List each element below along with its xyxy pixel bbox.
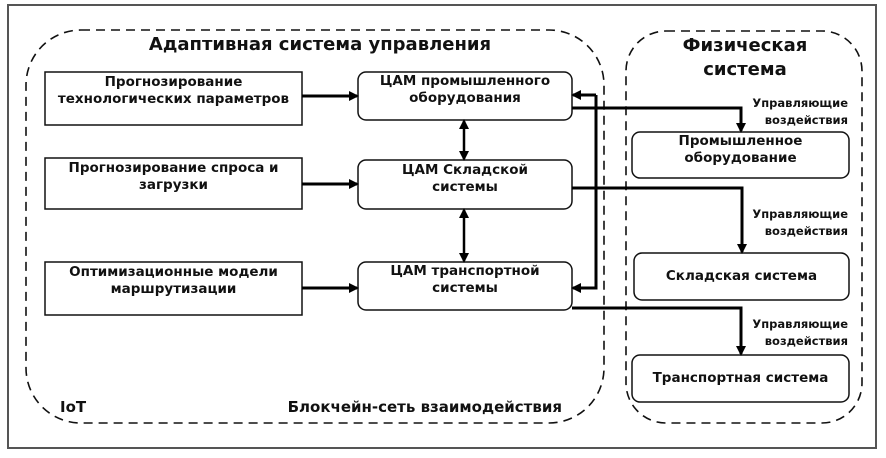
target-label-equipment: Промышленное оборудование	[632, 133, 849, 167]
input-label-routing-line2: маршрутизации	[110, 280, 237, 297]
adaptive-system-title: Адаптивная система управления	[148, 33, 492, 55]
input-label-demand-line2: загрузки	[139, 176, 208, 193]
iot-label: IoT	[60, 397, 87, 416]
control-label-transport-line1: Управляющие	[752, 317, 848, 331]
dtm-label-equipment-line2: оборудования	[409, 89, 521, 106]
input-box-routing	[44, 261, 303, 316]
dtm-label-transport-line1: ЦАМ транспортной	[390, 263, 540, 279]
dtm-label-equipment: ЦАМ промышленного оборудования	[358, 73, 572, 107]
physical-system-container	[625, 30, 863, 424]
control-arrow-warehouse	[572, 186, 747, 254]
outer-frame	[7, 4, 877, 449]
input-box-tech	[44, 71, 303, 126]
feedback-bus-to-transport	[571, 95, 598, 293]
target-label-transport: Транспортная система	[652, 370, 829, 387]
adaptive-system-container	[25, 29, 605, 424]
control-arrow-equipment	[572, 106, 746, 133]
control-arrow-transport	[572, 306, 746, 356]
control-label-warehouse-line2: воздействия	[764, 223, 848, 238]
physical-system-title-line2: система	[703, 58, 787, 80]
dtm-label-equipment-line1: ЦАМ промышленного	[379, 73, 551, 89]
control-label-equipment: Управляющие воздействия	[700, 95, 848, 128]
input-label-demand: Прогнозирование спроса и загрузки	[45, 160, 302, 194]
input-label-tech-line2: технологических параметров	[57, 90, 290, 107]
input-box-demand	[44, 157, 303, 210]
dtm-label-transport-line2: системы	[432, 279, 498, 296]
input-label-routing: Оптимизационные модели маршрутизации	[45, 264, 302, 298]
target-label-warehouse: Складская система	[665, 268, 818, 285]
target-label-equipment-line2: оборудование	[684, 149, 797, 166]
control-label-transport: Управляющие воздействия	[700, 316, 848, 349]
input-label-tech-line1: Прогнозирование	[104, 74, 243, 90]
dtm-label-warehouse-line1: ЦАМ Складской	[402, 162, 528, 178]
physical-system-title-line1: Физическая	[682, 34, 808, 56]
control-label-warehouse: Управляющие воздействия	[700, 206, 848, 239]
dtm-label-warehouse-line2: системы	[432, 178, 498, 195]
blockchain-label: Блокчейн-сеть взаимодействия	[287, 397, 562, 416]
dtm-label-warehouse: ЦАМ Складской системы	[358, 162, 572, 196]
control-label-equipment-line1: Управляющие	[752, 96, 848, 110]
control-label-warehouse-line1: Управляющие	[752, 207, 848, 221]
input-label-demand-line1: Прогнозирование спроса и	[68, 160, 279, 176]
control-label-transport-line2: воздействия	[764, 333, 848, 348]
dtm-label-transport: ЦАМ транспортной системы	[358, 263, 572, 297]
target-label-equipment-line1: Промышленное	[678, 133, 803, 149]
input-label-routing-line1: Оптимизационные модели	[69, 264, 278, 280]
input-label-tech: Прогнозирование технологических параметр…	[45, 74, 302, 108]
control-label-equipment-line2: воздействия	[764, 112, 848, 127]
